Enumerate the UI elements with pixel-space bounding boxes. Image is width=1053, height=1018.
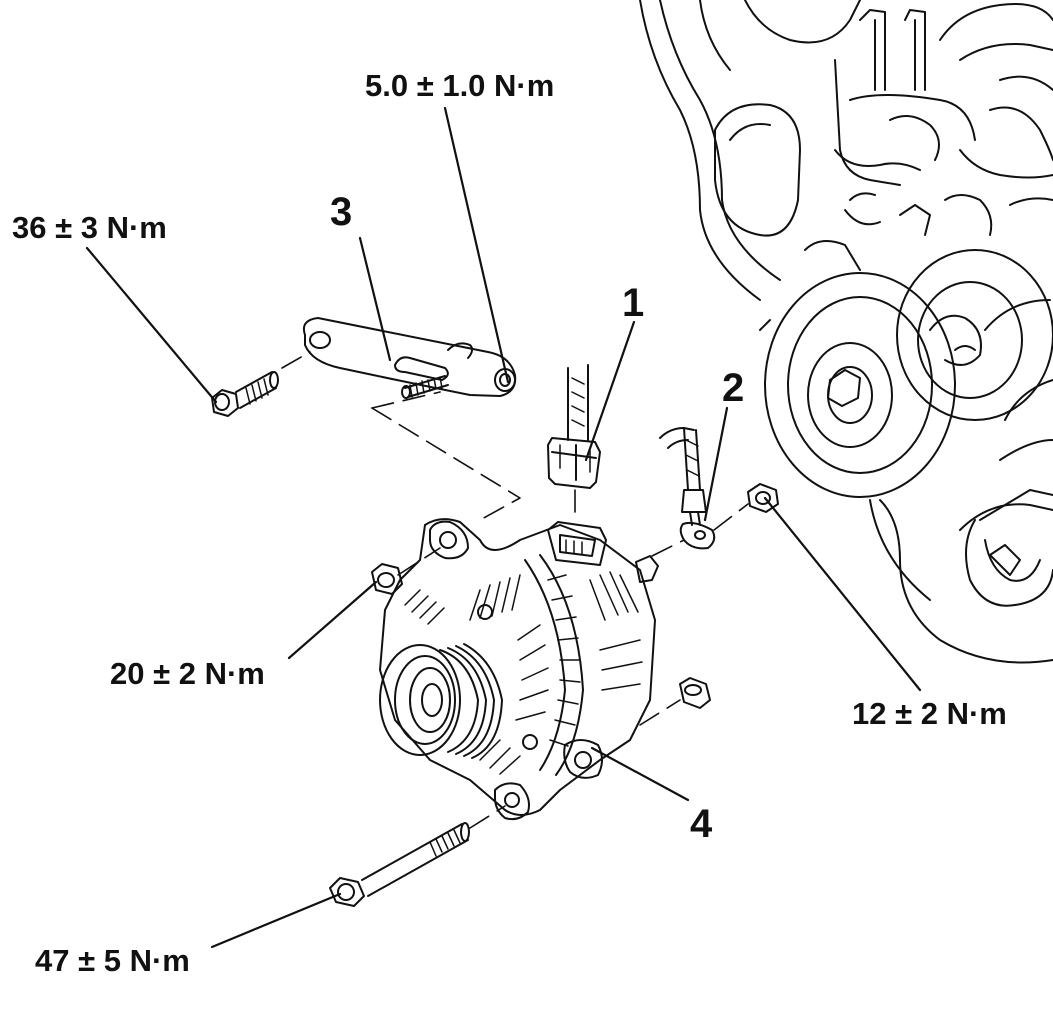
torque-label-lower-mount-bolt: 47 ± 5 N·m [35,943,190,978]
terminal-cable [659,427,716,550]
callout-1-connector: 1 [622,281,645,325]
bracket [302,317,517,397]
callout-4-alternator: 4 [690,802,713,846]
leader-lines [85,106,922,949]
torque-label-bracket-bolt: 36 ± 3 N·m [12,210,167,245]
lower-mount-bolt [329,822,470,907]
alternator [379,518,659,821]
callout-3-bracket: 3 [330,190,353,234]
assembly-lines [281,351,749,829]
terminal-nut [747,483,779,513]
torque-label-terminal-nut: 12 ± 2 N·m [852,696,1007,731]
connector-plug [547,364,601,489]
spacer-collar [679,677,711,709]
torque-label-upper-mount-nut: 20 ± 2 N·m [110,656,265,691]
bracket-stud [401,375,449,399]
callout-2-terminal-cable: 2 [722,366,745,410]
bracket-bolt [211,371,279,417]
engine-block [639,0,1053,664]
upper-mount-nut [371,563,403,595]
torque-label-bracket-nut: 5.0 ± 1.0 N·m [365,68,555,103]
